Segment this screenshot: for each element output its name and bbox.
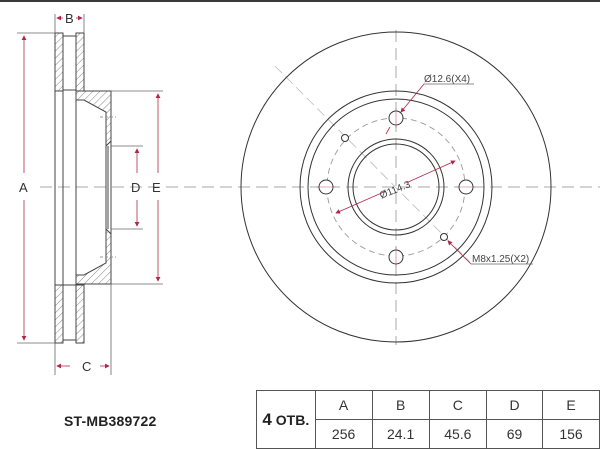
value-b: 24.1 — [371, 419, 430, 449]
value-e: 156 — [542, 419, 600, 449]
holes-label: ОТВ. — [275, 411, 310, 428]
header-c: C — [428, 390, 487, 420]
bolt-hole-note: Ø12.6(X4) — [424, 74, 470, 85]
front-view: Ø114.3 Ø12.6(X4) M8x1.25(X2) — [240, 30, 552, 345]
dim-label-b: B — [65, 11, 74, 26]
pcd-label: Ø114.3 — [378, 179, 412, 201]
dim-label-d: D — [131, 180, 140, 195]
part-number: ST-MB389722 — [64, 413, 157, 429]
spec-header-row: 4 ОТВ. A B C D E — [256, 390, 600, 449]
dim-label-e: E — [152, 180, 161, 195]
header-d: D — [485, 390, 544, 420]
header-b: B — [371, 390, 430, 420]
holes-count: 4 — [262, 409, 272, 429]
top-border — [0, 0, 600, 2]
header-a: A — [314, 390, 373, 420]
holes-cell: 4 ОТВ. — [256, 390, 316, 449]
spec-table: 4 ОТВ. A B C D E 256 24.1 45.6 69 156 — [256, 390, 600, 449]
value-c: 45.6 — [428, 419, 487, 449]
dim-label-a: A — [19, 180, 28, 195]
side-view: A B C D E — [17, 11, 600, 375]
thread-hole-note: M8x1.25(X2) — [472, 254, 529, 265]
spec-value-row: 256 24.1 45.6 69 156 — [257, 419, 600, 449]
dim-label-c: C — [82, 359, 91, 374]
value-d: 69 — [485, 419, 544, 449]
header-e: E — [542, 390, 600, 420]
value-a: 256 — [314, 419, 373, 449]
